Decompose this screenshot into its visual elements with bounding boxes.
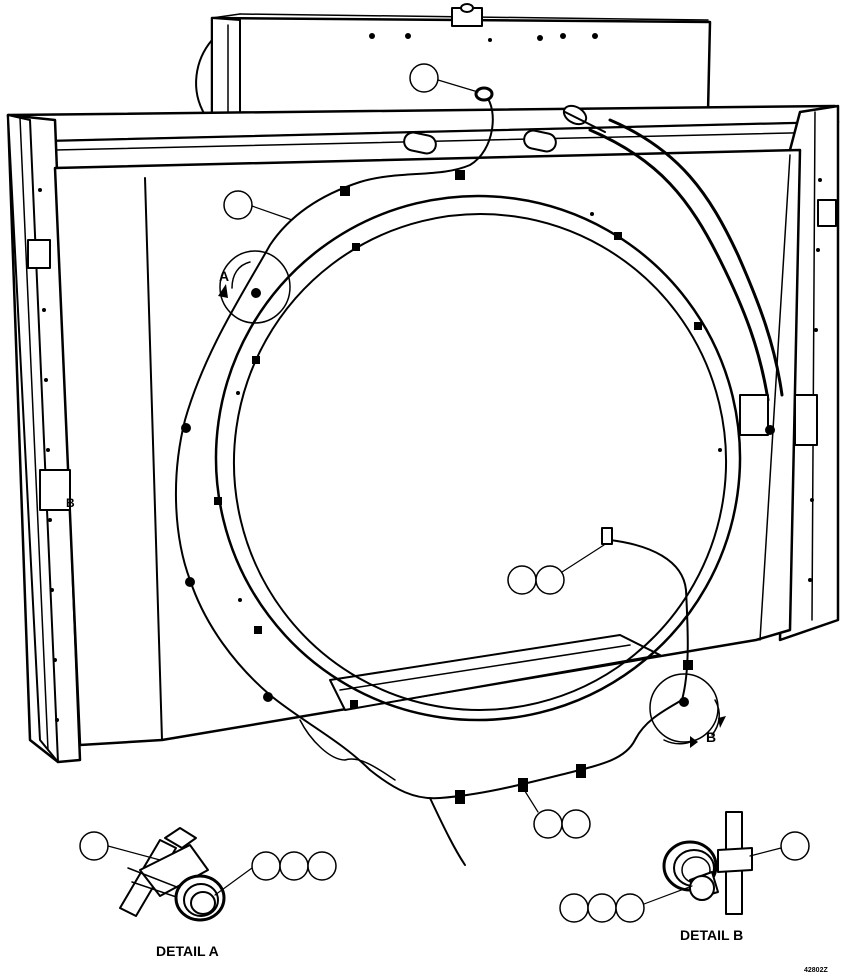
radiator-frame bbox=[6, 104, 840, 764]
callout-top-sensor bbox=[409, 63, 479, 93]
detail-a-marker: A bbox=[219, 268, 229, 284]
left-side-marker: B bbox=[66, 496, 75, 510]
figure-code: 42802Z bbox=[804, 967, 828, 974]
detail-b-view: DETAIL B bbox=[559, 811, 810, 943]
callout-bottom-harness bbox=[522, 787, 591, 839]
wiring-harness bbox=[174, 86, 693, 866]
detail-b-indicator: B bbox=[649, 673, 726, 748]
coolant-hose bbox=[562, 104, 784, 436]
detail-a-view: DETAIL A bbox=[79, 827, 337, 959]
pipe-stubs bbox=[403, 129, 557, 155]
callout-upper-harness bbox=[223, 190, 293, 221]
fan-shroud-ring bbox=[214, 194, 742, 722]
callout-lower-sensor bbox=[507, 544, 605, 595]
detail-a-caption: DETAIL A bbox=[156, 943, 219, 959]
top-tank bbox=[195, 3, 712, 131]
detail-b-marker: B bbox=[706, 729, 716, 745]
detail-b-caption: DETAIL B bbox=[680, 927, 743, 943]
detail-a-indicator: A bbox=[218, 250, 291, 324]
